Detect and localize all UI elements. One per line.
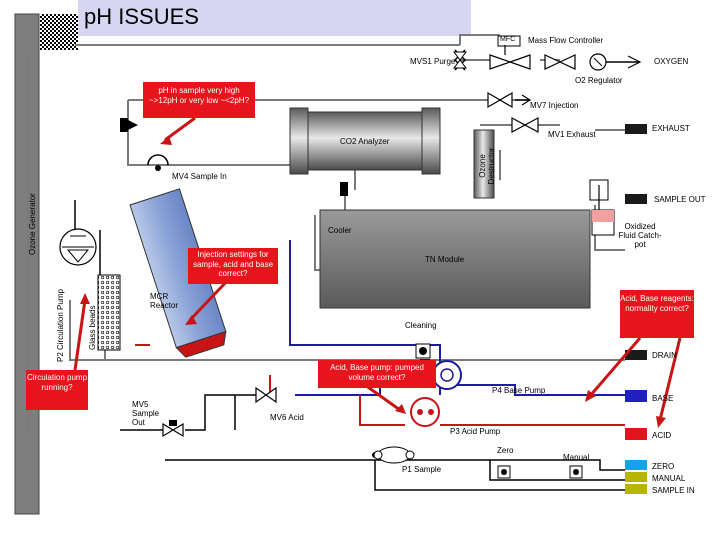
p3-acid-pump-label: P3 Acid Pump xyxy=(450,427,501,436)
mcr-reactor-label: MCR Reactor xyxy=(150,292,179,311)
callout-injection-settings: Injection settings for sample, acid and … xyxy=(188,248,278,284)
manual-tag xyxy=(625,472,647,482)
mfc-valve-left xyxy=(489,54,512,70)
mfc-label: MFC xyxy=(500,36,516,43)
oxygen-label: OXYGEN xyxy=(654,57,689,66)
drain-label: DRAIN xyxy=(652,351,677,360)
zero-tag xyxy=(625,460,647,470)
title-banner xyxy=(78,0,471,36)
mass-flow-controller-label: Mass Flow Controller xyxy=(528,36,604,45)
acid-label: ACID xyxy=(652,431,672,440)
cooler-label: Cooler xyxy=(328,226,352,235)
ozone-destructor xyxy=(473,129,495,199)
ozone-generator-label: Ozone Generator xyxy=(28,193,37,255)
catchpot-label: Oxidized Fluid Catch-pot xyxy=(618,222,662,250)
zero-tag-label: ZERO xyxy=(652,462,675,471)
mv5-sample-out-label: MV5 Sample Out xyxy=(132,400,160,428)
p2-circulation-pump-label: P2 Circulation Pump xyxy=(56,289,65,362)
base-label: BASE xyxy=(652,394,674,403)
ozone-generator-checker xyxy=(40,14,78,50)
callout-arrow-reagents-2 xyxy=(658,337,682,421)
page-title: pH ISSUES xyxy=(84,4,199,29)
o2-regulator-label: O2 Regulator xyxy=(575,76,623,85)
callout-arrow-injection xyxy=(188,278,230,322)
tn-module-label: TN Module xyxy=(425,255,465,264)
mv5-valve-left xyxy=(162,422,175,438)
callout-arrow-pump xyxy=(364,383,401,412)
ozone-destructor-label: Ozone Destructor xyxy=(478,147,497,185)
check-valve-mid xyxy=(340,182,348,196)
cleaning-label: Cleaning xyxy=(405,321,437,330)
sample-out-tag xyxy=(625,194,647,204)
callout-acid-base-pump: Acid, Base pump: pumped volume correct? xyxy=(318,360,436,388)
mv6-valve-left xyxy=(255,386,268,404)
mv1-valve-right xyxy=(523,116,539,134)
mv4-sample-in-label: MV4 Sample In xyxy=(172,172,227,181)
mv6-acid-label: MV6 Acid xyxy=(270,413,304,422)
co2-analyzer-label: CO2 Analyzer xyxy=(340,137,390,146)
p1-sample-label: P1 Sample xyxy=(402,465,442,474)
callout-arrow-reagents-1 xyxy=(588,337,642,397)
mv1-exhaust-label: MV1 Exhaust xyxy=(548,130,596,139)
check-valve-left xyxy=(120,118,128,132)
callout-arrow-circ xyxy=(73,299,87,371)
o2-regulator-left xyxy=(544,54,562,70)
mfc-valve-right xyxy=(508,54,531,70)
manual-label: Manual xyxy=(563,453,590,462)
mvs1-valve-top xyxy=(453,51,467,61)
o2-regulator-right xyxy=(558,54,576,70)
mv7-injection-label: MV7 Injection xyxy=(530,101,579,110)
mvs1-valve-bot xyxy=(453,59,467,69)
callout-arrow-ph xyxy=(164,116,196,142)
sample-in-tag-label: SAMPLE IN xyxy=(652,486,695,495)
base-tag xyxy=(625,390,647,402)
exhaust-label: EXHAUST xyxy=(652,124,690,133)
acid-tag xyxy=(625,428,647,440)
zero-label: Zero xyxy=(497,446,514,455)
p4-base-pump-label: P4 Base Pump xyxy=(492,386,546,395)
tn-module xyxy=(319,209,591,309)
drain-tag xyxy=(625,350,647,360)
callout-acid-base-reagents: Acid, Base reagents: normality correct? xyxy=(620,290,694,338)
mv7-valve-left xyxy=(487,91,502,109)
mv7-valve-right xyxy=(498,91,513,109)
sample-out-label: SAMPLE OUT xyxy=(654,195,706,204)
mvs1-purge-label: MVS1 Purge xyxy=(410,57,456,66)
manual-tag-label: MANUAL xyxy=(652,474,686,483)
glass-beads-column xyxy=(97,274,121,351)
glass-beads-label: Glass beads xyxy=(88,305,97,350)
mv1-valve-left xyxy=(511,116,527,134)
p1-sample-pump xyxy=(377,446,411,464)
exhaust-tag xyxy=(625,124,647,134)
callout-ph-in-sample: pH in sample very high ~>12pH or very lo… xyxy=(143,82,255,118)
mv4-valve xyxy=(147,154,169,166)
mfc-box xyxy=(497,35,521,47)
p3-acid-pump xyxy=(410,397,440,427)
mv6-valve-right xyxy=(264,386,277,404)
sample-in-tag xyxy=(625,484,647,494)
callout-circulation-pump: Circulation pump running? xyxy=(26,370,88,410)
mv5-valve-right xyxy=(171,422,184,438)
p4-base-pump xyxy=(432,360,462,390)
